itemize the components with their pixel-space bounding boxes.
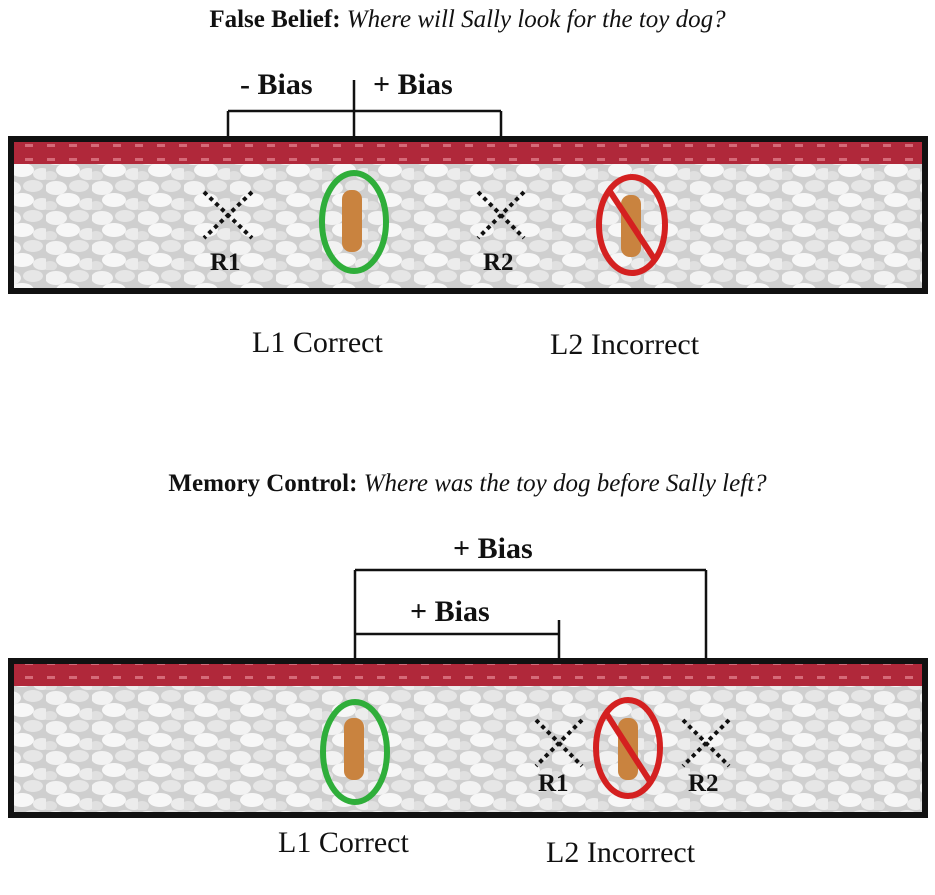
memory-control-title: Memory Control: (168, 470, 358, 497)
fb-l1-correct-label: L1 Correct (252, 326, 383, 359)
mc-outer-plus-bias-label: + Bias (453, 532, 533, 565)
x-marker-icon (534, 718, 584, 768)
false-belief-question: Where will Sally look for the toy dog? (346, 6, 726, 33)
x-marker-icon (476, 190, 526, 240)
fb-r1-label: R1 (210, 249, 241, 276)
false-belief-heading: False Belief: Where will Sally look for … (0, 6, 935, 34)
memory-control-heading: Memory Control: Where was the toy dog be… (0, 470, 935, 498)
fb-r2-label: R2 (483, 249, 514, 276)
fb-l2-incorrect-label: L2 Incorrect (550, 328, 700, 361)
fb-photo-box (8, 136, 928, 294)
fb-minus-bias-label: - Bias (240, 68, 313, 101)
no-entry-icon (596, 174, 668, 276)
mc-photo-box (8, 658, 928, 818)
x-marker-icon (681, 718, 731, 768)
mc-l1-correct-label: L1 Correct (278, 826, 409, 859)
fb-plus-bias-label: + Bias (373, 68, 453, 101)
mc-r2-label: R2 (688, 770, 719, 797)
x-marker-icon (202, 190, 254, 240)
mc-l2-incorrect-label: L2 Incorrect (546, 836, 696, 869)
mc-inner-plus-bias-label: + Bias (410, 595, 490, 628)
memory-control-question: Where was the toy dog before Sally left? (363, 470, 767, 497)
check-ring-icon (320, 699, 390, 805)
mc-r1-label: R1 (538, 770, 569, 797)
check-ring-icon (319, 170, 389, 274)
false-belief-title: False Belief: (209, 6, 341, 33)
no-entry-icon (593, 697, 663, 799)
